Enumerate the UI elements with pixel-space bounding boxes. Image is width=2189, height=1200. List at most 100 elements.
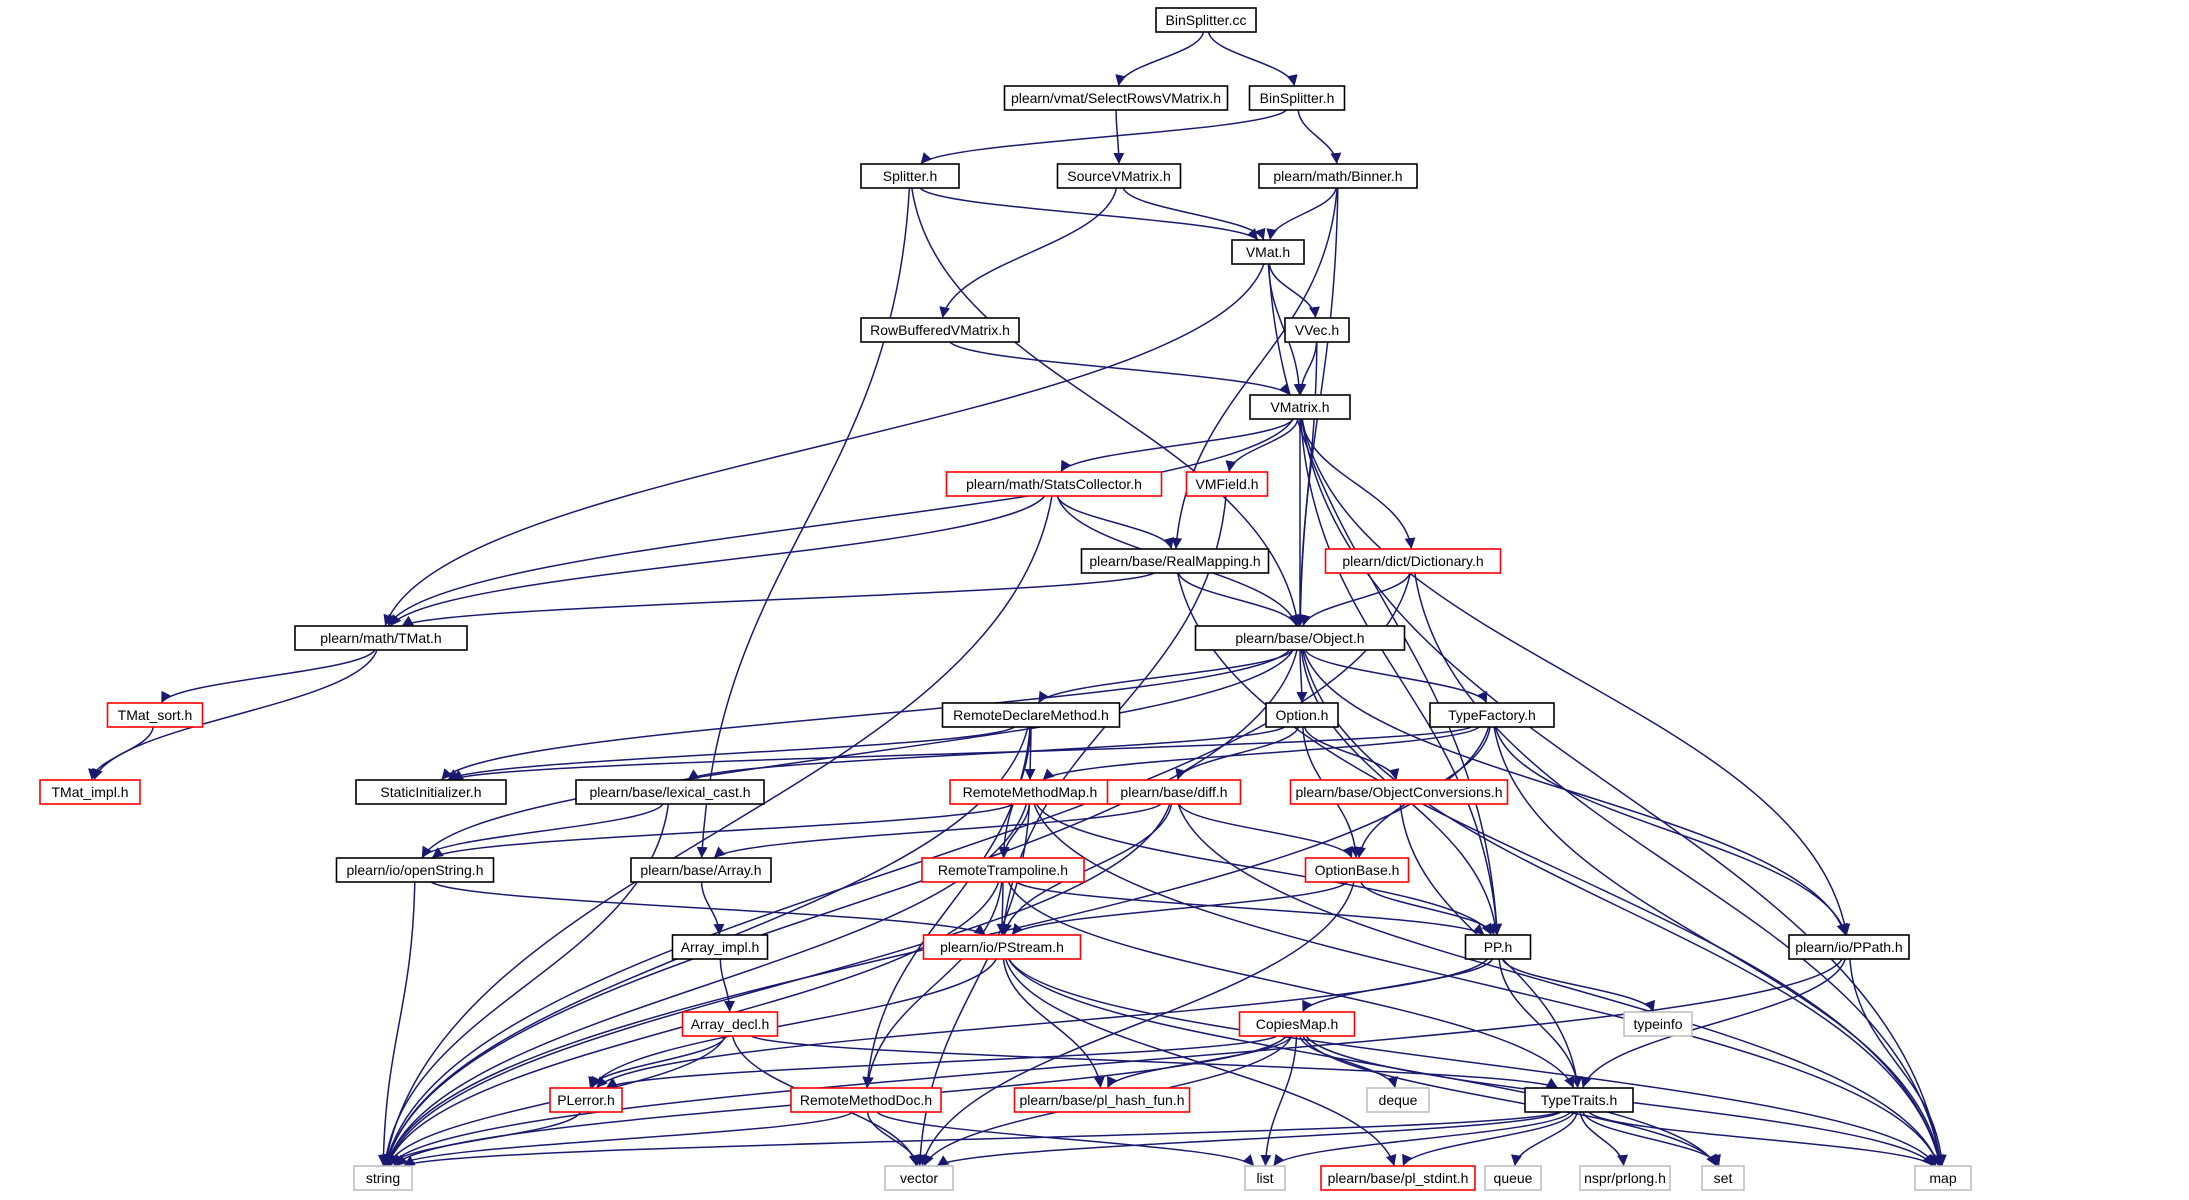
- node-n1[interactable]: plearn/vmat/SelectRowsVMatrix.h: [1003, 85, 1229, 111]
- edge-n12-to-n49: [1176, 572, 1944, 1167]
- node-n40-box: [1366, 1087, 1430, 1113]
- edge-n15-to-n19: [1296, 649, 1308, 704]
- node-n17[interactable]: TMat_impl.h: [39, 779, 141, 805]
- node-n15[interactable]: plearn/base/Object.h: [1194, 625, 1406, 651]
- edge-n13-to-n49: [1414, 572, 1945, 1167]
- edge-n29-to-n43: [919, 881, 1355, 1167]
- node-n40-label: deque: [1379, 1092, 1418, 1108]
- node-n31[interactable]: plearn/io/PStream.h: [922, 934, 1082, 960]
- node-n30[interactable]: Array_impl.h: [671, 934, 769, 960]
- node-n23-box: [949, 779, 1111, 805]
- edge-n24-to-n42: [385, 803, 1171, 1167]
- node-n47-box: [1579, 1165, 1671, 1191]
- edge-n19-to-n25: [1303, 726, 1400, 781]
- node-n13-label: plearn/dict/Dictionary.h: [1342, 553, 1483, 569]
- node-n33-label: plearn/io/PPath.h: [1795, 939, 1902, 955]
- edge-n24-to-n31: [1001, 803, 1173, 936]
- edge-n12-to-n15: [1177, 572, 1299, 627]
- node-n13[interactable]: plearn/dict/Dictionary.h: [1324, 548, 1502, 574]
- node-n38[interactable]: RemoteMethodDoc.h: [790, 1087, 942, 1113]
- node-n9[interactable]: VMatrix.h: [1249, 394, 1351, 420]
- node-n42: string: [353, 1165, 413, 1191]
- node-n13-box: [1324, 548, 1502, 574]
- node-n47: nspr/prlong.h: [1579, 1165, 1671, 1191]
- node-n40: deque: [1366, 1087, 1430, 1113]
- edge-n0-to-n2: [1207, 31, 1298, 87]
- edge-n7-to-n9: [949, 341, 1291, 396]
- node-n19-box: [1265, 702, 1339, 728]
- node-n42-box: [353, 1165, 413, 1191]
- node-n0[interactable]: BinSplitter.cc: [1155, 7, 1257, 33]
- node-n28[interactable]: RemoteTrampoline.h: [921, 857, 1085, 883]
- edge-n32-to-n37: [595, 958, 1489, 1089]
- edge-n41-to-n48: [1582, 1111, 1721, 1167]
- edge-n28-to-n38: [862, 881, 1003, 1089]
- node-n37[interactable]: PLerror.h: [549, 1087, 623, 1113]
- edge-n41-to-n44: [1272, 1111, 1572, 1167]
- node-n29[interactable]: OptionBase.h: [1304, 857, 1410, 883]
- node-n3-box: [860, 163, 960, 189]
- node-n16[interactable]: TMat_sort.h: [106, 702, 204, 728]
- node-n49-box: [1914, 1165, 1972, 1191]
- node-n19[interactable]: Option.h: [1265, 702, 1339, 728]
- node-n22[interactable]: plearn/base/lexical_cast.h: [575, 779, 765, 805]
- node-n45[interactable]: plearn/base/pl_stdint.h: [1320, 1165, 1476, 1191]
- edge-n24-to-n49: [1177, 803, 1941, 1167]
- node-n8[interactable]: VVec.h: [1284, 317, 1350, 343]
- edge-n29-to-n32: [1360, 881, 1496, 936]
- node-n12[interactable]: plearn/base/RealMapping.h: [1080, 548, 1270, 574]
- node-n39-box: [1013, 1087, 1191, 1113]
- edge-n33-to-n42: [389, 958, 1843, 1167]
- node-n6[interactable]: VMat.h: [1231, 239, 1305, 265]
- edge-n0-to-n1: [1115, 31, 1205, 87]
- edge-n35-to-n37: [605, 1035, 1278, 1089]
- node-n24[interactable]: plearn/base/diff.h: [1106, 779, 1242, 805]
- node-n25[interactable]: plearn/base/ObjectConversions.h: [1289, 779, 1509, 805]
- node-n27-box: [630, 857, 772, 883]
- node-n35[interactable]: CopiesMap.h: [1238, 1011, 1356, 1037]
- edge-n10-to-n14: [389, 495, 1046, 627]
- node-n16-box: [106, 702, 204, 728]
- node-n7[interactable]: RowBufferedVMatrix.h: [860, 317, 1020, 343]
- node-n2[interactable]: BinSplitter.h: [1248, 85, 1346, 111]
- node-n3[interactable]: Splitter.h: [860, 163, 960, 189]
- node-n43: vector: [884, 1165, 954, 1191]
- edge-n24-to-n29: [1178, 803, 1353, 859]
- edge-n33-to-n49: [1849, 958, 1947, 1167]
- node-n26[interactable]: plearn/io/openString.h: [335, 857, 495, 883]
- node-n23[interactable]: RemoteMethodMap.h: [949, 779, 1111, 805]
- edge-n9-to-n10: [1060, 418, 1294, 473]
- node-n34-label: Array_decl.h: [691, 1016, 770, 1032]
- node-n1-box: [1003, 85, 1229, 111]
- node-n36-label: typeinfo: [1633, 1016, 1682, 1032]
- node-n33[interactable]: plearn/io/PPath.h: [1788, 934, 1910, 960]
- edge-n15-to-n49: [1301, 649, 1944, 1167]
- node-n41[interactable]: TypeTraits.h: [1524, 1087, 1634, 1113]
- node-n32[interactable]: PP.h: [1464, 934, 1532, 960]
- node-n30-box: [671, 934, 769, 960]
- node-n14[interactable]: plearn/math/TMat.h: [294, 625, 468, 651]
- node-n14-box: [294, 625, 468, 651]
- edge-n37-to-n42: [387, 1111, 582, 1167]
- node-n21[interactable]: StaticInitializer.h: [355, 779, 507, 805]
- edge-n41-to-n46: [1511, 1111, 1578, 1167]
- node-n44-box: [1244, 1165, 1286, 1191]
- node-n39[interactable]: plearn/base/pl_hash_fun.h: [1013, 1087, 1191, 1113]
- edge-n32-to-n36: [1501, 958, 1655, 1013]
- node-n11[interactable]: VMField.h: [1185, 471, 1269, 497]
- node-n18[interactable]: RemoteDeclareMethod.h: [941, 702, 1121, 728]
- edge-n20-to-n21: [451, 726, 1472, 781]
- node-n10[interactable]: plearn/math/StatsCollector.h: [945, 471, 1163, 497]
- edge-n3-to-n27: [696, 187, 911, 859]
- node-n5[interactable]: plearn/math/Binner.h: [1258, 163, 1418, 189]
- node-n20[interactable]: TypeFactory.h: [1429, 702, 1555, 728]
- node-n48-box: [1701, 1165, 1745, 1191]
- edge-n24-to-n27: [713, 803, 1162, 859]
- node-n45-box: [1320, 1165, 1476, 1191]
- node-n30-label: Array_impl.h: [681, 939, 760, 955]
- node-n27[interactable]: plearn/base/Array.h: [630, 857, 772, 883]
- node-n34[interactable]: Array_decl.h: [681, 1011, 779, 1037]
- node-n4[interactable]: SourceVMatrix.h: [1056, 163, 1182, 189]
- edge-n15-to-n21: [440, 649, 1291, 781]
